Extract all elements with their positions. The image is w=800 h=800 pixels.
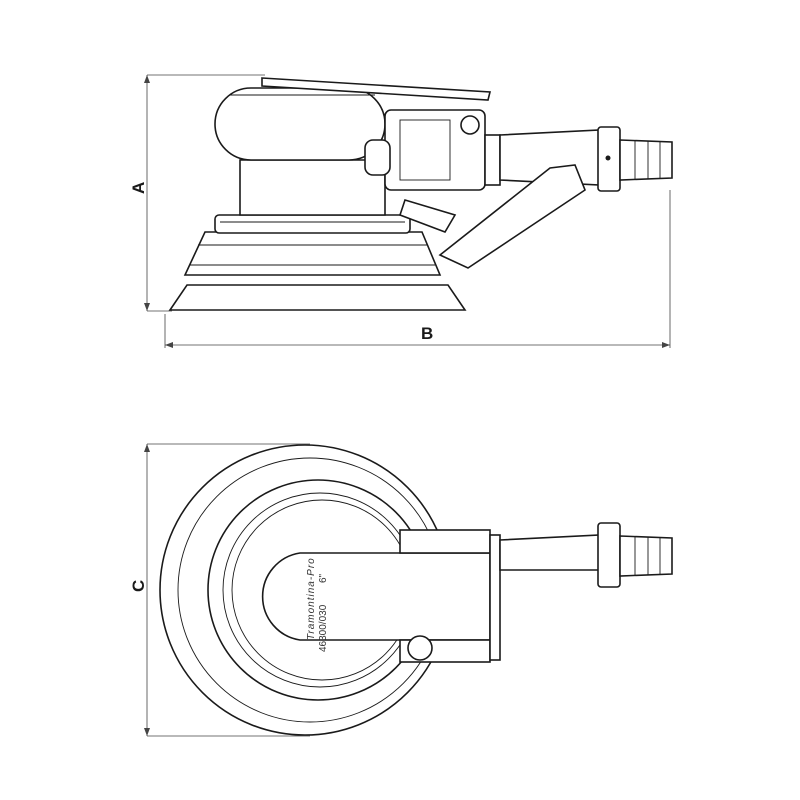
motor-body (239, 159, 386, 216)
model-text: 46300/030 (318, 604, 329, 652)
hose-barb (619, 139, 673, 181)
top-view: C Tramontina-Pro 46300/030 6" (129, 443, 673, 737)
housing-skirt (183, 231, 442, 276)
dimension-c-label: C (129, 580, 148, 592)
size-text: 6" (318, 573, 329, 583)
hose-barb-top (619, 535, 673, 577)
brand-text: Tramontina-Pro (306, 557, 317, 640)
body-top-cover (261, 552, 491, 641)
dust-extraction-tube (438, 164, 586, 269)
side-view: A B (129, 74, 673, 348)
dimension-b-label: B (421, 324, 433, 343)
dimension-a-label: A (129, 182, 148, 194)
sanding-pad (168, 284, 467, 311)
trigger-lever[interactable] (261, 77, 492, 101)
